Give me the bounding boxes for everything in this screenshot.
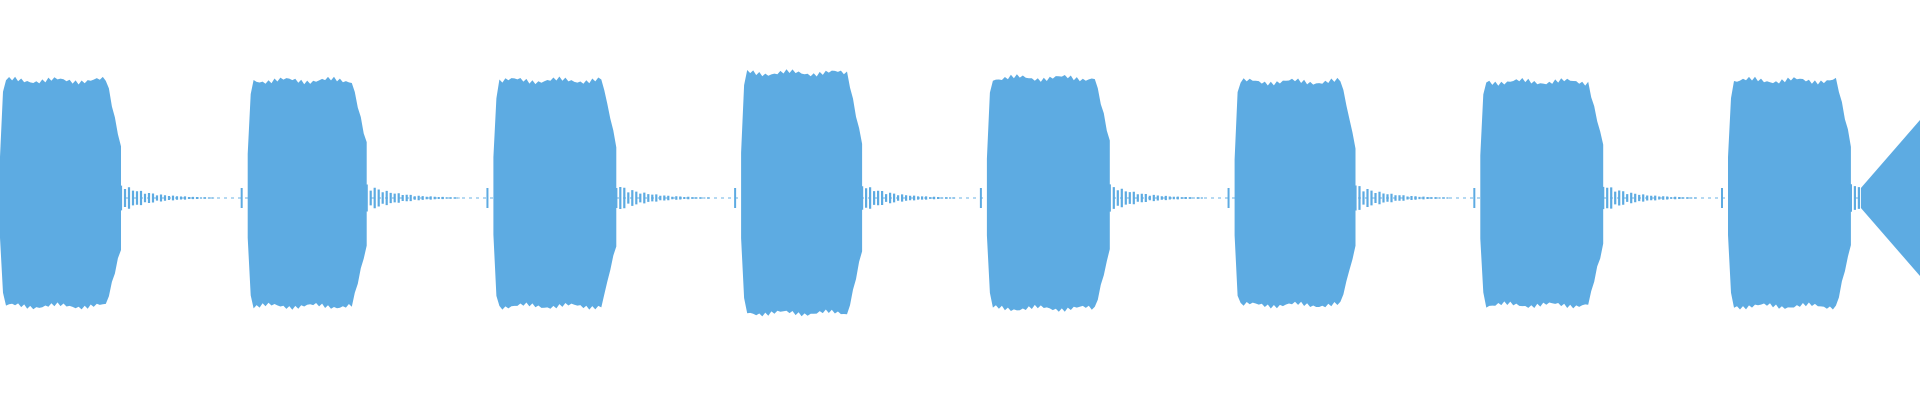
waveform-tail bbox=[861, 186, 956, 210]
waveform-burst bbox=[1234, 77, 1356, 309]
waveform-burst bbox=[247, 76, 367, 310]
waveform-rising-ramp bbox=[1860, 120, 1920, 276]
waveform-burst bbox=[986, 74, 1110, 312]
waveform-tail bbox=[1354, 185, 1449, 211]
waveform-burst bbox=[1728, 76, 1851, 310]
waveform-tail bbox=[1108, 184, 1203, 212]
waveform-tail bbox=[1602, 186, 1697, 210]
waveform-burst bbox=[493, 76, 617, 310]
waveform-burst bbox=[1480, 78, 1604, 309]
waveform-tail bbox=[119, 185, 215, 211]
waveform-burst bbox=[0, 76, 121, 310]
waveform-tail bbox=[1849, 184, 1860, 212]
waveform-tail bbox=[615, 187, 710, 209]
waveform-tail bbox=[365, 184, 460, 212]
waveform-burst bbox=[741, 69, 863, 317]
